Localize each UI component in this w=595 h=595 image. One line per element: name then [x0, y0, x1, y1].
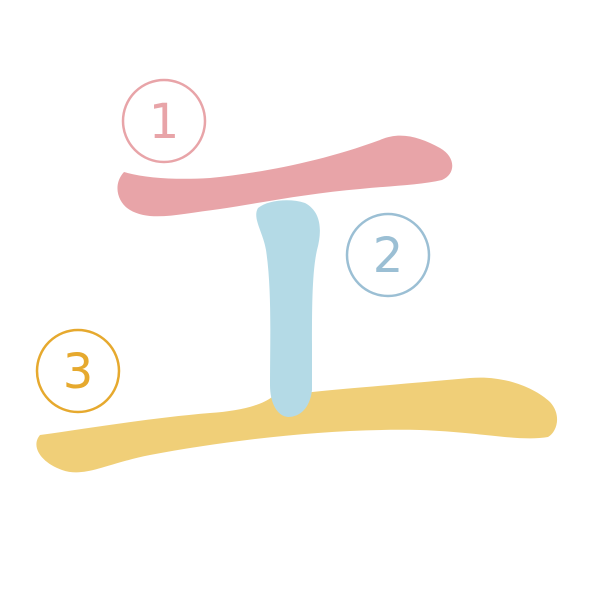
- stroke-number-badge-3: 3: [35, 328, 121, 414]
- stroke-number-2: 2: [373, 228, 404, 284]
- stroke-number-3: 3: [63, 344, 94, 400]
- stroke-number-1: 1: [149, 94, 180, 150]
- stroke-3-horizontal-bottom: [36, 377, 558, 473]
- stroke-number-badge-2: 2: [345, 212, 431, 298]
- stroke-number-badge-1: 1: [121, 78, 207, 164]
- stroke-2-vertical: [256, 200, 320, 417]
- stroke-1-horizontal-top: [117, 135, 453, 217]
